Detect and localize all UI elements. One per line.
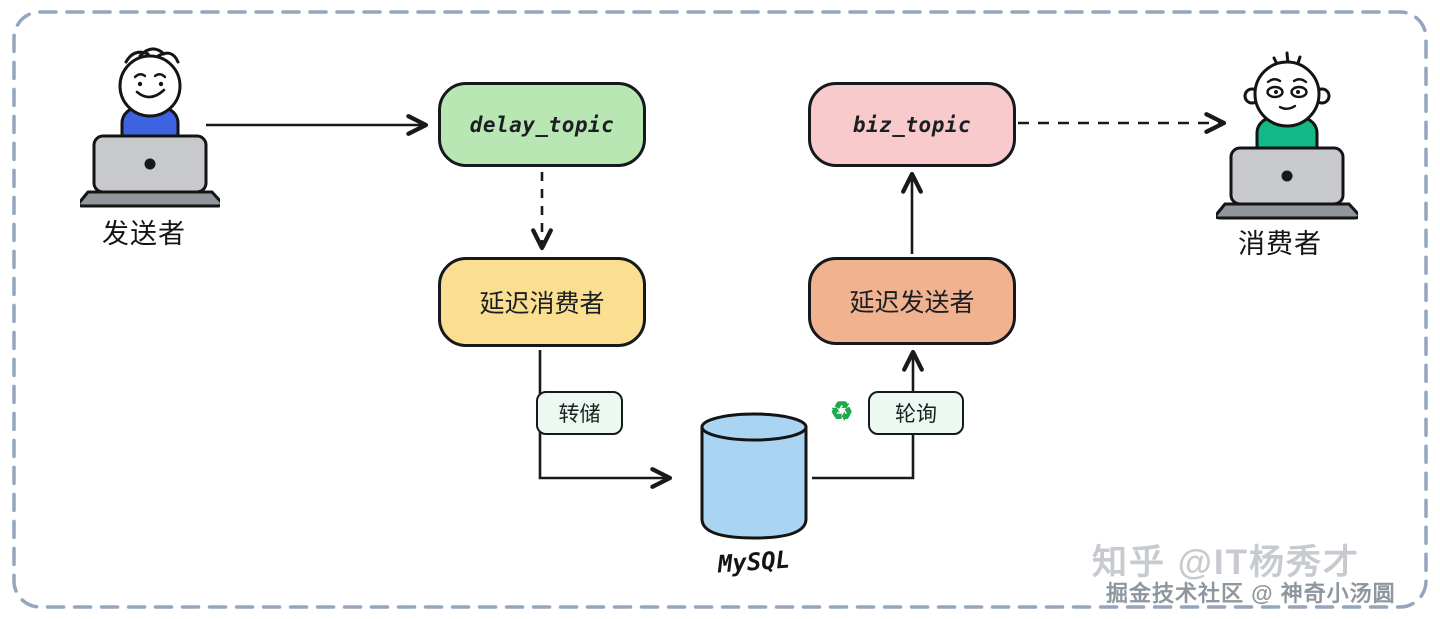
dump-label: 转储 xyxy=(558,403,601,426)
delay-topic-label: delay_topic xyxy=(469,112,615,137)
watermark-zhihu: 知乎 @IT杨秀才 xyxy=(1092,543,1360,582)
node-dump: 转储 xyxy=(536,391,623,435)
node-delay-sender: 延迟发送者 xyxy=(808,257,1016,345)
node-delay-consumer: 延迟消费者 xyxy=(438,257,646,347)
mysql-database xyxy=(696,410,812,544)
recycle-icon: ♻ xyxy=(830,396,854,426)
person-at-laptop-icon xyxy=(77,47,224,208)
consumer-label: 消费者 xyxy=(1238,229,1322,259)
delay-sender-label: 延迟发送者 xyxy=(849,289,975,317)
person-at-laptop-icon xyxy=(1214,51,1361,220)
biz-topic-label: biz_topic xyxy=(852,112,972,137)
node-delay-topic: delay_topic xyxy=(438,82,646,167)
watermark-juejin: 掘金技术社区 @ 神奇小汤圆 xyxy=(1106,581,1396,606)
mysql-label: MySQL xyxy=(716,545,792,579)
consumer-figure xyxy=(1214,50,1361,220)
sender-label: 发送者 xyxy=(102,219,186,249)
delay-consumer-label: 延迟消费者 xyxy=(479,290,605,318)
node-poll: 轮询 xyxy=(868,391,964,435)
node-biz-topic: biz_topic xyxy=(808,82,1016,167)
sender-figure xyxy=(77,46,224,208)
database-cylinder-icon xyxy=(700,412,808,540)
poll-label: 轮询 xyxy=(895,403,937,426)
